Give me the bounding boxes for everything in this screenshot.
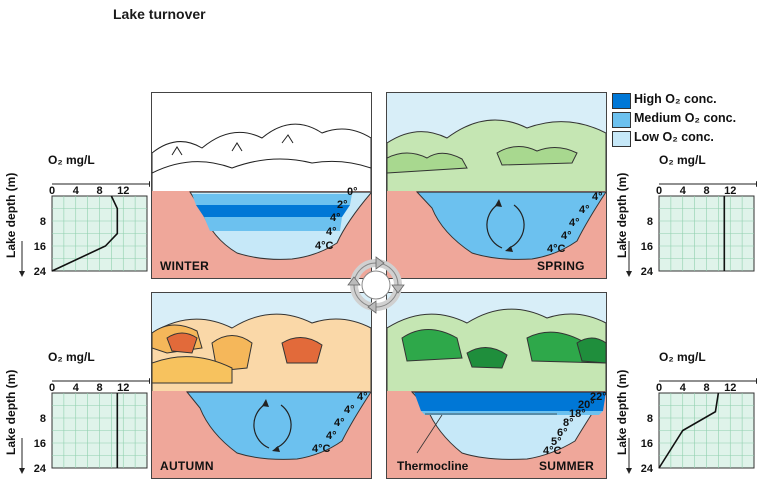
o2-profile-line bbox=[51, 195, 119, 272]
winter-panel: 0° 2° 4° 4° 4°C WINTER bbox=[151, 92, 372, 279]
x-tick-label: 0 bbox=[49, 382, 55, 394]
x-tick-label: 12 bbox=[724, 185, 736, 197]
summer-temp-label: 20° bbox=[578, 399, 595, 411]
o2-profile-line bbox=[658, 392, 720, 469]
x-tick-label: 12 bbox=[117, 185, 129, 197]
y-axis-arrow-icon bbox=[19, 271, 25, 277]
summer-scene bbox=[387, 293, 606, 478]
y-axis-arrow-icon bbox=[626, 468, 632, 474]
graph-title: O₂ mg/L bbox=[659, 153, 706, 167]
summer-label: SUMMER bbox=[539, 459, 595, 473]
graph-title: O₂ mg/L bbox=[48, 350, 95, 364]
x-tick-label: 0 bbox=[656, 185, 662, 197]
winter-label: WINTER bbox=[160, 259, 210, 273]
summer-panel: 22° 20° 18° 8° 6° 5° 4°C Thermocline SUM… bbox=[386, 292, 607, 479]
legend-label: High O₂ conc. bbox=[634, 92, 717, 106]
legend-label: Low O₂ conc. bbox=[634, 130, 714, 144]
x-tick-label: 4 bbox=[73, 185, 80, 197]
y-tick-label: 16 bbox=[34, 241, 46, 253]
summer-temp-label: 8° bbox=[563, 417, 574, 429]
x-tick-label: 12 bbox=[117, 382, 129, 394]
x-tick-label: 8 bbox=[703, 185, 709, 197]
autumn-label: AUTUMN bbox=[160, 459, 214, 473]
y-tick-label: 8 bbox=[647, 216, 653, 228]
y-tick-label: 8 bbox=[40, 216, 46, 228]
winter-temp-label: 4° bbox=[330, 212, 341, 224]
legend-swatch bbox=[612, 131, 631, 147]
winter-temp-label: 4°C bbox=[315, 240, 334, 252]
spring-temp-label: 4°C bbox=[547, 243, 566, 255]
y-tick-label: 8 bbox=[647, 413, 653, 425]
y-tick-label: 16 bbox=[34, 438, 46, 450]
x-tick-label: 8 bbox=[96, 382, 102, 394]
spring-temp-label: 4° bbox=[579, 204, 590, 216]
page-title: Lake turnover bbox=[113, 6, 206, 22]
y-tick-label: 16 bbox=[641, 241, 653, 253]
y-axis-arrow-icon bbox=[626, 271, 632, 277]
graph-title: O₂ mg/L bbox=[48, 153, 95, 167]
summer-temp-label: 5° bbox=[551, 436, 562, 448]
x-tick-label: 4 bbox=[680, 185, 687, 197]
cycle-arrows-icon bbox=[347, 256, 405, 314]
thermocline-label: Thermocline bbox=[397, 459, 469, 473]
x-tick-label: 0 bbox=[656, 382, 662, 394]
y-axis-arrow-icon bbox=[19, 468, 25, 474]
graph-title: O₂ mg/L bbox=[659, 350, 706, 364]
y-tick-label: 24 bbox=[641, 266, 654, 278]
winter-temp-label: 2° bbox=[337, 199, 348, 211]
y-tick-label: 24 bbox=[641, 463, 654, 475]
x-tick-label: 4 bbox=[680, 382, 687, 394]
autumn-temp-label: 4° bbox=[344, 404, 355, 416]
x-tick-label: 8 bbox=[703, 382, 709, 394]
autumn-scene bbox=[152, 293, 371, 478]
y-tick-label: 24 bbox=[34, 266, 47, 278]
x-axis-arrow-icon bbox=[149, 181, 150, 187]
x-tick-label: 0 bbox=[49, 185, 55, 197]
summer-temp-label: 22° bbox=[590, 391, 607, 403]
autumn-temp-label: 4° bbox=[334, 417, 345, 429]
x-tick-label: 4 bbox=[73, 382, 80, 394]
summer-temp-label: 18° bbox=[569, 408, 586, 420]
x-axis-arrow-icon bbox=[149, 378, 150, 384]
summer-temp-label: 6° bbox=[557, 427, 568, 439]
spring-temp-label: 4° bbox=[592, 191, 603, 203]
legend-swatch bbox=[612, 112, 631, 128]
spring-scene bbox=[387, 93, 606, 278]
spring-temp-label: 4° bbox=[569, 217, 580, 229]
summer-temp-label: 4°C bbox=[543, 445, 562, 457]
legend-label: Medium O₂ conc. bbox=[634, 111, 737, 125]
y-tick-label: 16 bbox=[641, 438, 653, 450]
spring-temp-label: 4° bbox=[561, 230, 572, 242]
legend-swatch bbox=[612, 93, 631, 109]
y-tick-label: 24 bbox=[34, 463, 47, 475]
x-tick-label: 12 bbox=[724, 382, 736, 394]
autumn-temp-label: 4°C bbox=[312, 443, 331, 455]
autumn-temp-label: 4° bbox=[357, 391, 368, 403]
winter-temp-label: 0° bbox=[347, 186, 358, 198]
spring-label: SPRING bbox=[537, 259, 585, 273]
autumn-temp-label: 4° bbox=[326, 430, 337, 442]
autumn-panel: 4° 4° 4° 4° 4°C AUTUMN bbox=[151, 292, 372, 479]
spring-panel: 4° 4° 4° 4° 4°C SPRING bbox=[386, 92, 607, 279]
y-tick-label: 8 bbox=[40, 413, 46, 425]
winter-temp-label: 4° bbox=[326, 226, 337, 238]
x-tick-label: 8 bbox=[96, 185, 102, 197]
winter-scene bbox=[152, 93, 371, 278]
